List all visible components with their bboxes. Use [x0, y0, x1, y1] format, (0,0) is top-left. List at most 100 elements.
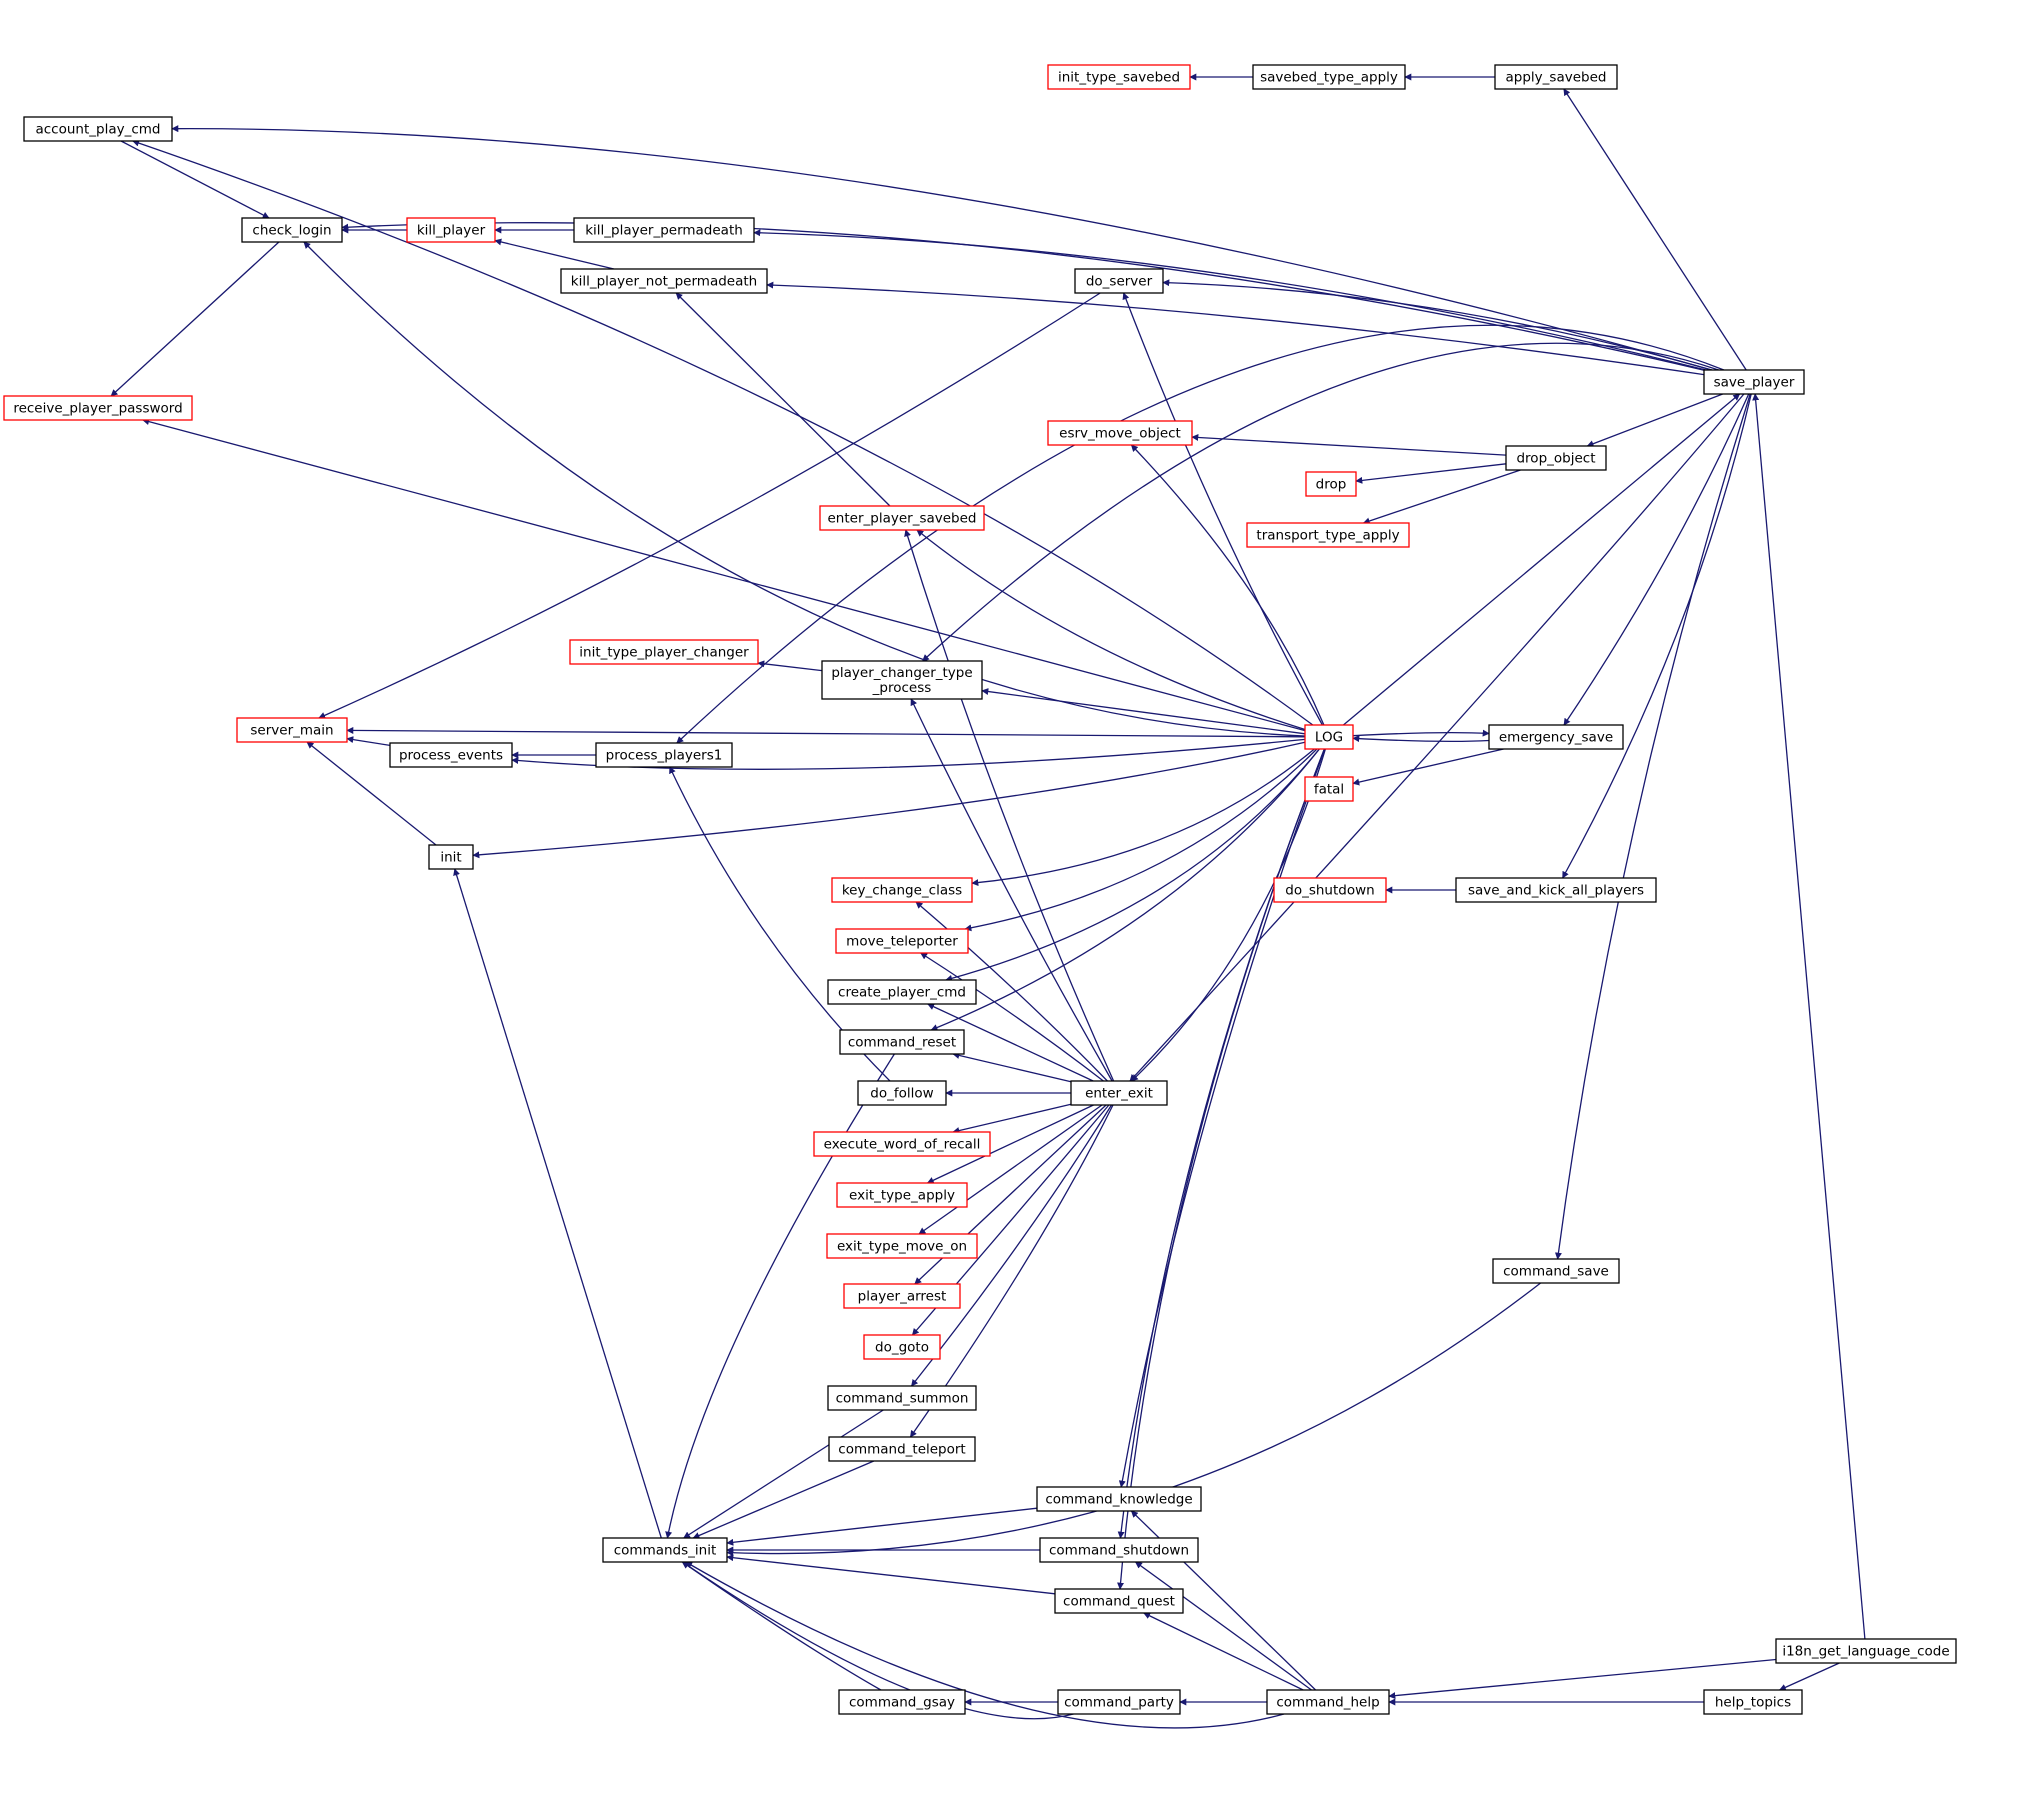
edge-server_main-to-process_events: [346, 736, 391, 747]
node-kill_player_permadeath[interactable]: kill_player_permadeath: [573, 217, 755, 243]
node-init_type_player_changer[interactable]: init_type_player_changer: [569, 639, 759, 665]
node-server_main[interactable]: server_main: [236, 717, 348, 743]
node-label: drop_object: [1516, 451, 1595, 467]
node-command_shutdown[interactable]: command_shutdown: [1039, 1537, 1199, 1563]
node-box: [1703, 1689, 1803, 1715]
node-command_save[interactable]: command_save: [1492, 1258, 1620, 1284]
edge-kill_player_permadeath-to-save_player: [753, 229, 1707, 371]
node-player_changer_type_process[interactable]: player_changer_type_process: [821, 660, 983, 700]
node-command_quest[interactable]: command_quest: [1054, 1588, 1184, 1614]
node-label: savebed_type_apply: [1260, 70, 1398, 86]
node-do_server[interactable]: do_server: [1074, 268, 1164, 294]
edge-account_play_cmd-to-LOG: [132, 139, 1314, 726]
node-process_events[interactable]: process_events: [389, 742, 513, 768]
edge-kill_player-to-kill_player_not_permadeath: [494, 238, 615, 270]
node-box: [406, 217, 496, 243]
node-box: [560, 268, 768, 294]
node-label: command_knowledge: [1045, 1492, 1192, 1508]
node-esrv_move_object[interactable]: esrv_move_object: [1047, 420, 1193, 446]
node-drop[interactable]: drop: [1305, 471, 1357, 497]
edge-player_changer_type_process-to-LOG: [981, 688, 1306, 735]
node-box: [838, 1689, 966, 1715]
node-commands_init[interactable]: commands_init: [602, 1537, 728, 1563]
edge-check_login-to-LOG: [303, 241, 1306, 737]
node-do_follow[interactable]: do_follow: [857, 1080, 947, 1106]
node-enter_exit[interactable]: enter_exit: [1070, 1080, 1168, 1106]
node-LOG[interactable]: LOG: [1304, 724, 1354, 750]
node-command_summon[interactable]: command_summon: [827, 1385, 977, 1411]
node-process_players1[interactable]: process_players1: [595, 742, 733, 768]
node-command_gsay[interactable]: command_gsay: [838, 1689, 966, 1715]
node-kill_player_not_permadeath[interactable]: kill_player_not_permadeath: [560, 268, 768, 294]
node-box: [835, 928, 969, 954]
node-exit_type_apply[interactable]: exit_type_apply: [836, 1182, 968, 1208]
node-label: save_and_kick_all_players: [1468, 883, 1644, 899]
node-label: _process: [872, 680, 932, 696]
node-box: [843, 1283, 961, 1309]
node-command_help[interactable]: command_help: [1266, 1689, 1390, 1715]
node-label: account_play_cmd: [35, 122, 160, 138]
edge-save_player-to-i18n_get_language_code: [1752, 393, 1866, 1640]
edge-enter_exit-to-LOG: [1131, 748, 1327, 1082]
node-label: enter_player_savebed: [828, 511, 977, 527]
node-check_login[interactable]: check_login: [241, 217, 343, 243]
node-account_play_cmd[interactable]: account_play_cmd: [23, 116, 173, 142]
node-savebed_type_apply[interactable]: savebed_type_apply: [1252, 64, 1406, 90]
node-exit_type_move_on[interactable]: exit_type_move_on: [826, 1233, 978, 1259]
node-transport_type_apply[interactable]: transport_type_apply: [1246, 522, 1410, 548]
edge-enter_exit-to-save_player: [1129, 393, 1745, 1082]
node-player_arrest[interactable]: player_arrest: [843, 1283, 961, 1309]
node-command_reset[interactable]: command_reset: [839, 1029, 965, 1055]
node-init_type_savebed[interactable]: init_type_savebed: [1047, 64, 1191, 90]
node-label: process_events: [399, 748, 503, 764]
node-create_player_cmd[interactable]: create_player_cmd: [827, 979, 977, 1005]
node-apply_savebed[interactable]: apply_savebed: [1494, 64, 1618, 90]
node-enter_player_savebed[interactable]: enter_player_savebed: [819, 505, 985, 531]
node-box: [857, 1080, 947, 1106]
node-do_goto[interactable]: do_goto: [863, 1334, 941, 1360]
node-label: do_server: [1086, 274, 1153, 290]
node-label: fatal: [1314, 782, 1344, 798]
node-box: [821, 660, 983, 700]
node-label: apply_savebed: [1506, 70, 1607, 86]
node-do_shutdown[interactable]: do_shutdown: [1273, 877, 1387, 903]
node-command_knowledge[interactable]: command_knowledge: [1036, 1486, 1202, 1512]
node-label: command_help: [1276, 1695, 1379, 1711]
edge-receive_player_password-to-check_login: [110, 241, 280, 397]
node-label: command_summon: [836, 1391, 969, 1407]
node-fatal[interactable]: fatal: [1304, 776, 1354, 802]
node-receive_player_password[interactable]: receive_player_password: [3, 395, 193, 421]
edge-enter_player_savebed-to-LOG: [916, 529, 1306, 731]
node-command_party[interactable]: command_party: [1057, 1689, 1181, 1715]
node-label: emergency_save: [1499, 730, 1613, 746]
edge-LOG-to-emergency_save: [1352, 735, 1490, 743]
node-help_topics[interactable]: help_topics: [1703, 1689, 1803, 1715]
edge-enter_player_savebed-to-enter_exit: [904, 529, 1115, 1082]
node-box: [839, 1029, 965, 1055]
node-label: execute_word_of_recall: [824, 1137, 981, 1153]
edge-command_reset-to-LOG: [930, 748, 1320, 1031]
edge-command_shutdown-to-command_help: [1134, 1561, 1312, 1691]
edge-init-to-LOG: [472, 741, 1306, 859]
node-move_teleporter[interactable]: move_teleporter: [835, 928, 969, 954]
node-init[interactable]: init: [428, 844, 474, 870]
node-label: command_quest: [1063, 1594, 1175, 1610]
edge-process_players1-to-save_player: [676, 324, 1725, 744]
node-kill_player[interactable]: kill_player: [406, 217, 496, 243]
node-drop_object[interactable]: drop_object: [1505, 445, 1607, 471]
edge-server_main-to-init: [306, 741, 437, 846]
node-label: kill_player_permadeath: [585, 223, 743, 239]
node-save_and_kick_all_players[interactable]: save_and_kick_all_players: [1455, 877, 1657, 903]
node-label: do_follow: [870, 1086, 933, 1102]
node-save_player[interactable]: save_player: [1703, 369, 1805, 395]
edge-account_play_cmd-to-save_player: [171, 125, 1712, 371]
node-label: player_arrest: [858, 1289, 947, 1305]
node-box: [23, 116, 173, 142]
node-label: command_gsay: [849, 1695, 955, 1711]
nodes-layer: i18n_get_language_code save_player help_to…: [3, 64, 1957, 1715]
node-key_change_class[interactable]: key_change_class: [831, 877, 973, 903]
node-execute_word_of_recall[interactable]: execute_word_of_recall: [813, 1131, 991, 1157]
node-command_teleport[interactable]: command_teleport: [828, 1436, 976, 1462]
node-i18n_get_language_code[interactable]: i18n_get_language_code: [1775, 1638, 1957, 1664]
node-emergency_save[interactable]: emergency_save: [1488, 724, 1624, 750]
